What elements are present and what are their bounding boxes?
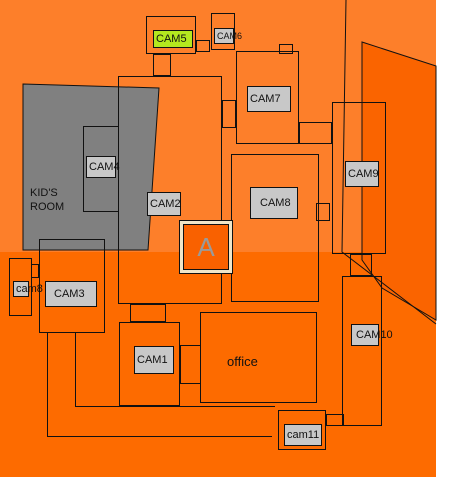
cam1-office-connector xyxy=(180,345,201,384)
cam3-connector xyxy=(31,264,39,278)
cam9-door xyxy=(350,254,372,276)
hall-connector xyxy=(222,100,236,128)
cam8-button[interactable]: CAM8 xyxy=(250,187,298,219)
left-closet xyxy=(9,258,32,316)
cam4-button[interactable]: CAM4 xyxy=(86,156,120,178)
cam11-room xyxy=(278,410,326,450)
cam1-room-door xyxy=(130,304,166,322)
cam8-room xyxy=(231,154,319,302)
player-position-inner: A xyxy=(183,224,229,270)
cam10-button[interactable]: CAM10 xyxy=(351,324,393,346)
cam11-connector xyxy=(326,414,344,426)
cam8-small-button[interactable]: cam8 xyxy=(13,281,43,297)
cam4-corridor xyxy=(83,126,119,212)
cam3-room xyxy=(39,239,105,333)
cam5-door xyxy=(153,54,171,76)
kids-room-label: KID'S ROOM xyxy=(30,187,65,213)
cam6-room xyxy=(211,13,235,50)
top-connector xyxy=(196,40,210,52)
cam6-door xyxy=(279,44,293,54)
cam3-button[interactable]: CAM3 xyxy=(45,281,97,307)
cam5-button[interactable]: CAM5 xyxy=(153,30,193,48)
lower-inner-wall xyxy=(75,333,76,406)
cam7-button[interactable]: CAM7 xyxy=(247,86,291,112)
lower-left-wall xyxy=(47,333,48,436)
office-label: office xyxy=(227,354,258,369)
cam2-button[interactable]: CAM2 xyxy=(147,192,181,216)
cam7-room xyxy=(236,51,299,144)
right-edge-margin xyxy=(436,0,450,477)
player-marker: A xyxy=(197,231,215,262)
office-room xyxy=(200,312,317,403)
cam1-room xyxy=(119,322,180,406)
cam5-room xyxy=(146,16,196,54)
cam9-hallway xyxy=(332,102,386,254)
cam6-button[interactable]: CAM6 xyxy=(214,28,242,44)
cam10-hallway xyxy=(342,276,382,426)
cam11-button[interactable]: cam11 xyxy=(284,424,322,446)
lower-inner-floor xyxy=(75,406,275,407)
cam8-side-door xyxy=(316,203,330,221)
lower-left-floor xyxy=(47,436,272,437)
cam9-button[interactable]: CAM9 xyxy=(345,161,379,187)
cam7-connector xyxy=(299,122,332,144)
cam1-button[interactable]: CAM1 xyxy=(134,346,174,374)
